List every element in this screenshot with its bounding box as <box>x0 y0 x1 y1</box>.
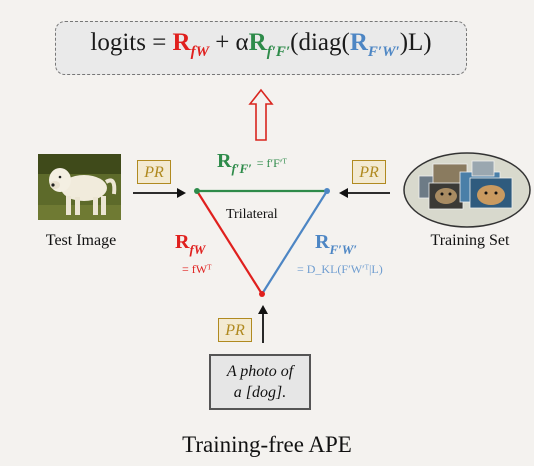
vertex-left <box>194 188 200 194</box>
edge-left-red <box>196 190 263 295</box>
text-prompt-box: A photo of a [dog]. <box>209 354 311 410</box>
formula-term-r-fw: RfW <box>172 29 209 60</box>
logits-formula: logits = RfW + αRf′F′(diag(RF′W′)L) <box>55 29 467 61</box>
formula-term-r-fw-prime: RF′W′ <box>349 29 400 60</box>
trilateral-label: Trilateral <box>226 207 278 222</box>
formula-lhs: logits = <box>90 29 173 56</box>
arrow-from-training-set <box>339 188 390 198</box>
pr-box-prompt: PR <box>218 318 252 342</box>
prompt-line-1: A photo of <box>226 363 294 380</box>
diagram-title: Training-free APE <box>182 432 352 457</box>
arrow-from-prompt <box>258 305 268 343</box>
formula-diag-close: )L) <box>399 29 432 56</box>
formula-term-r-ff: Rf′F′ <box>248 29 291 60</box>
training-images-icon <box>403 152 531 228</box>
right-edge-label: RF′W′ <box>315 231 357 257</box>
formula-box <box>55 21 467 75</box>
right-edge-equation: = D_KL(F′W′ᵀ|L) <box>297 262 383 276</box>
arrow-from-test-image <box>133 188 186 198</box>
formula-diag-open: (diag( <box>290 29 350 56</box>
training-set-label: Training Set <box>430 232 510 249</box>
dog-photo-icon <box>38 154 121 220</box>
left-edge-label: RfW <box>175 231 206 257</box>
edge-right-blue <box>261 190 328 295</box>
formula-plus-alpha: + α <box>208 29 249 56</box>
up-arrow-icon <box>248 88 274 141</box>
vertex-right <box>324 188 330 194</box>
top-edge-equation: = f′F′ᵀ <box>256 156 287 170</box>
top-edge-label: Rf′F′ = f′F′ᵀ <box>217 150 287 176</box>
pr-box-test-image: PR <box>137 160 171 184</box>
pr-box-training-set: PR <box>352 160 386 184</box>
test-image-label: Test Image <box>45 232 117 249</box>
vertex-bottom <box>259 291 265 297</box>
prompt-line-2: a [dog]. <box>233 384 287 401</box>
left-edge-equation: = fWᵀ <box>182 262 212 276</box>
